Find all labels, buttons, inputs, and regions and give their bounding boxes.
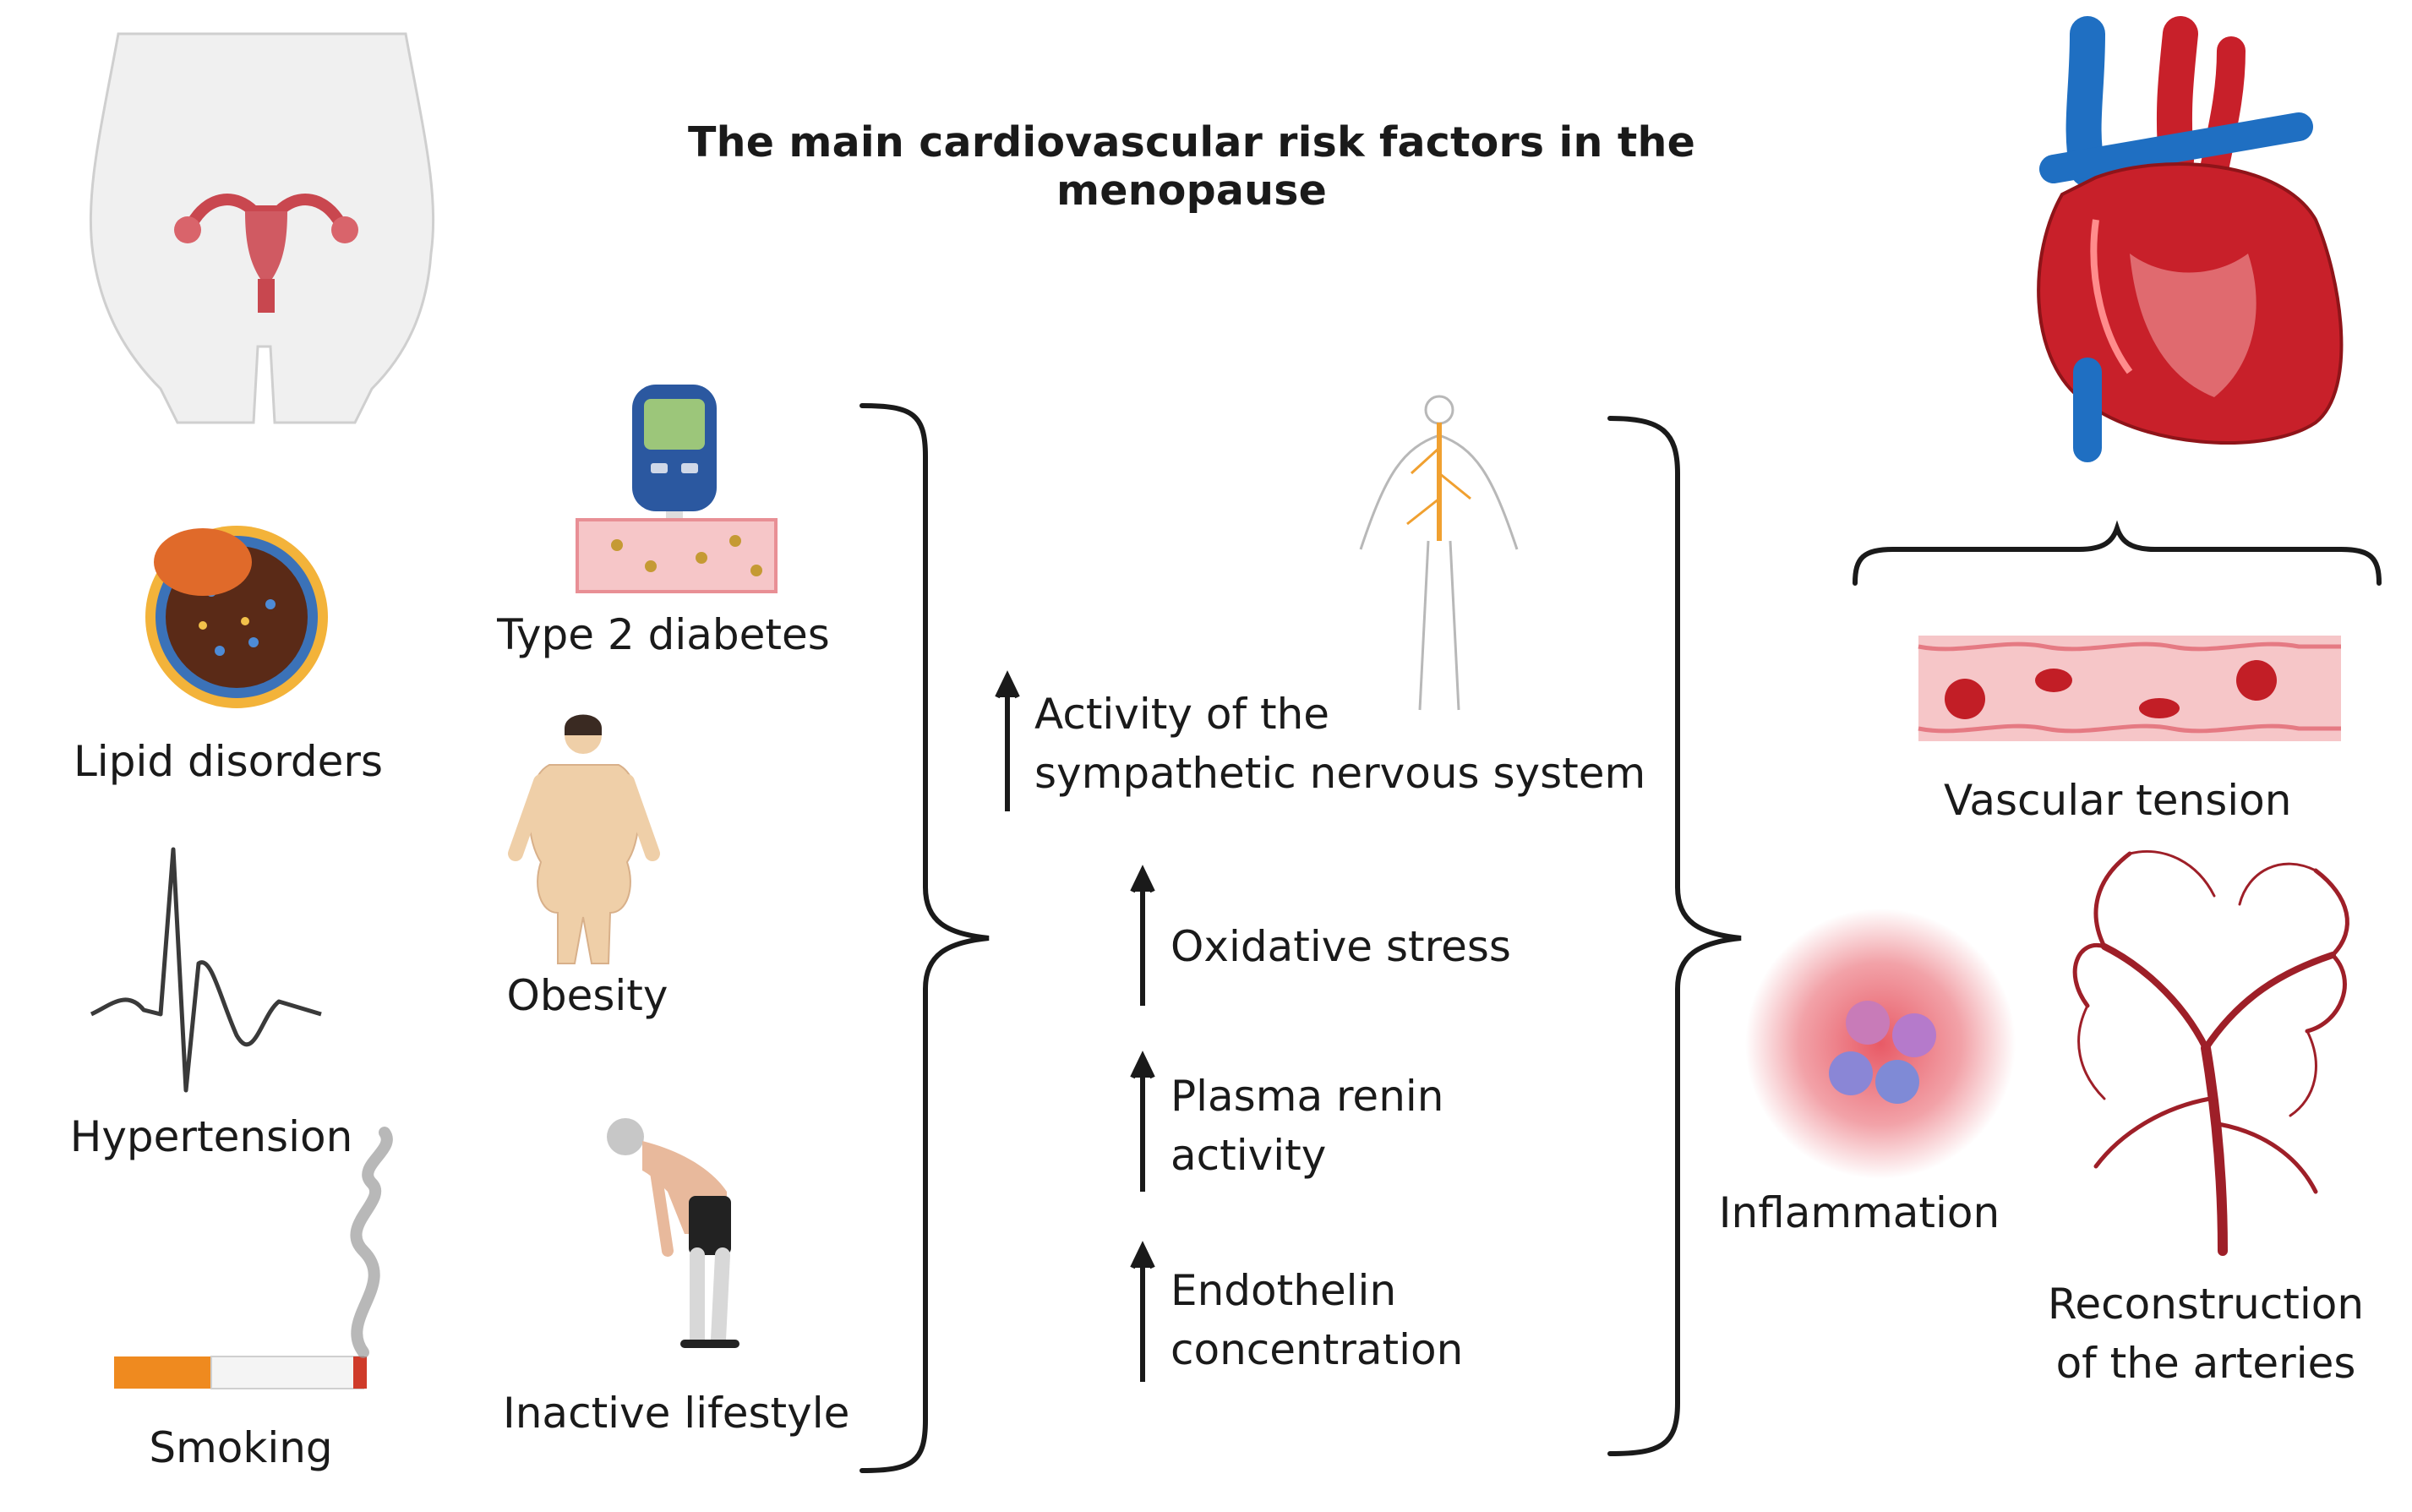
inflammation-cells-icon [1745, 909, 2016, 1179]
label-inflammation: Inflammation [1718, 1188, 2000, 1237]
diagram-title: The main cardiovascular risk factors in … [687, 118, 1696, 215]
mechanism-renin-line1: Plasma renin [1171, 1072, 1444, 1121]
tired-person-icon [607, 1118, 739, 1348]
mechanism-endothelin-line2: concentration [1171, 1325, 1464, 1374]
right-brace [1607, 416, 1742, 1456]
mechanism-sympathetic-line1: Activity of the [1034, 690, 1330, 739]
label-vascular-tension: Vascular tension [1944, 776, 2292, 825]
arterial-tree-icon [2072, 849, 2349, 1256]
female-pelvis-icon [89, 32, 435, 424]
label-obesity: Obesity [506, 971, 668, 1020]
label-inactive-lifestyle: Inactive lifestyle [503, 1389, 850, 1438]
mechanism-endothelin-line1: Endothelin [1171, 1266, 1397, 1315]
heart-icon [2037, 16, 2344, 462]
label-hypertension: Hypertension [69, 1112, 353, 1161]
label-type2-diabetes: Type 2 diabetes [497, 610, 830, 659]
lipoprotein-icon [145, 526, 328, 708]
arrow-up-icon [995, 670, 1155, 1382]
top-brace [1853, 520, 2382, 586]
mechanism-sympathetic-line2: sympathetic nervous system [1034, 749, 1646, 798]
ecg-waveform-icon [90, 847, 322, 1093]
blood-vessel-icon [1918, 636, 2341, 741]
mechanism-oxidative-stress: Oxidative stress [1171, 922, 1511, 971]
label-smoking: Smoking [149, 1423, 333, 1472]
glucometer-icon [576, 385, 778, 593]
label-lipid-disorders: Lipid disorders [73, 737, 384, 786]
mechanism-renin-line2: activity [1171, 1131, 1327, 1180]
nervous-system-icon [1359, 395, 1519, 711]
label-reconstruction-line2: of the arteries [2055, 1339, 2356, 1388]
label-reconstruction-line1: Reconstruction [2047, 1280, 2365, 1329]
obese-woman-icon [508, 714, 660, 964]
cigarette-icon [114, 1127, 393, 1389]
left-brace [859, 403, 990, 1473]
